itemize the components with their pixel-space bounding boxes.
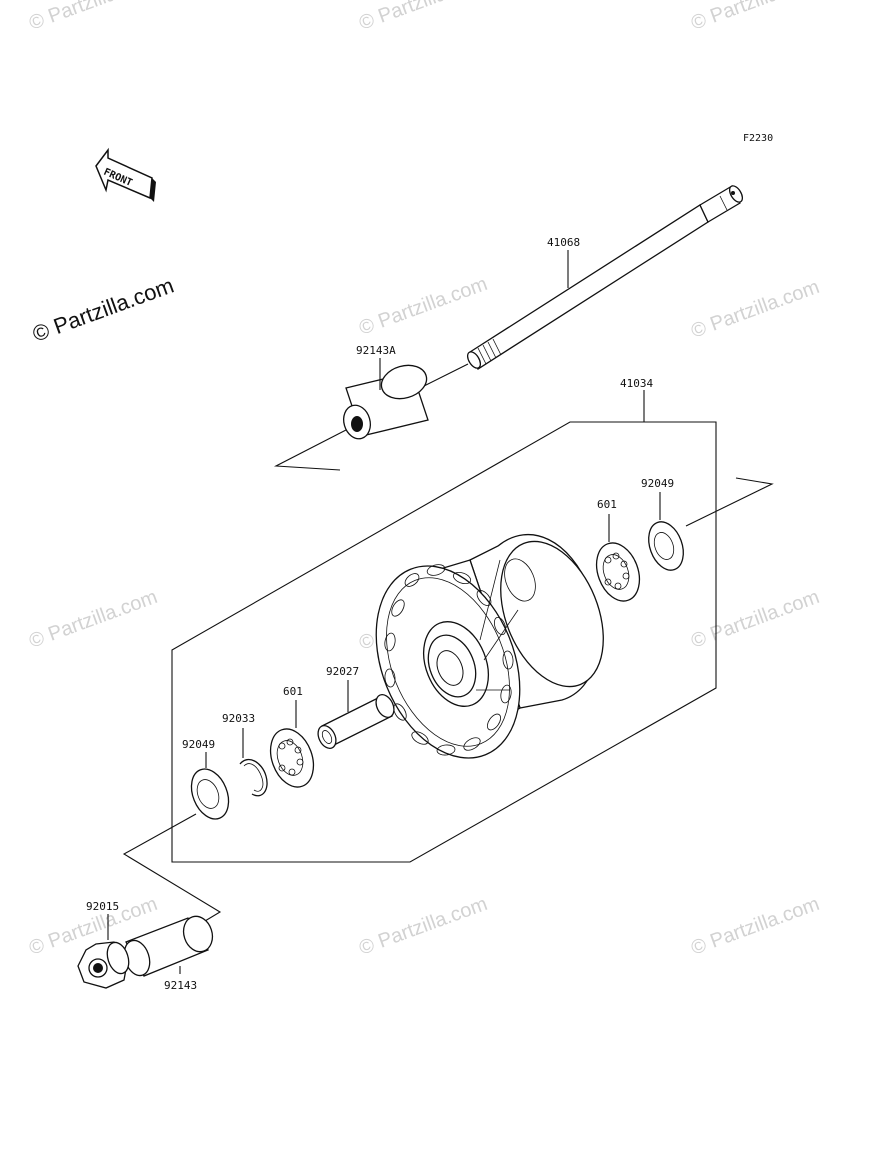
watermark: © Partzilla.com bbox=[356, 0, 490, 35]
watermark: © Partzilla.com bbox=[356, 893, 490, 960]
nut-92015 bbox=[77, 914, 130, 989]
front-arrow-icon: FRONT bbox=[95, 147, 156, 202]
watermark: © Partzilla.com bbox=[688, 0, 822, 35]
distance-collar-92027 bbox=[317, 680, 395, 749]
axle-thread bbox=[477, 338, 502, 365]
bearing-601-left bbox=[269, 700, 315, 788]
watermark: © Partzilla.com bbox=[688, 276, 822, 343]
oil-seal-92049-right bbox=[648, 492, 684, 571]
diagram-code: F2230 bbox=[743, 133, 773, 144]
bearing-601-right bbox=[595, 514, 641, 602]
copyright-text: © Partzilla.com bbox=[29, 273, 177, 347]
spacer-92143A bbox=[343, 358, 429, 440]
oil-seal-92049-left bbox=[190, 752, 230, 820]
part-label-92027: 92027 bbox=[326, 665, 359, 678]
wheel-hub bbox=[375, 534, 604, 759]
part-label-92015: 92015 bbox=[86, 900, 119, 913]
part-label-92033: 92033 bbox=[222, 712, 255, 725]
watermarks: © Partzilla.com © Partzilla.com © Partzi… bbox=[26, 0, 822, 960]
spacer-92143 bbox=[123, 915, 214, 977]
part-label-92049-left: 92049 bbox=[182, 738, 215, 751]
hub-assembly-box bbox=[171, 421, 717, 863]
part-label-92049-right: 92049 bbox=[641, 477, 674, 490]
hub-flange-holes bbox=[384, 564, 514, 756]
part-label-41034: 41034 bbox=[620, 377, 653, 390]
watermark: © Partzilla.com bbox=[26, 586, 160, 653]
watermark: © Partzilla.com bbox=[688, 893, 822, 960]
part-label-41068: 41068 bbox=[547, 236, 580, 249]
watermark: © Partzilla.com bbox=[26, 0, 160, 35]
watermark: © Partzilla.com bbox=[356, 273, 490, 340]
part-label-92143: 92143 bbox=[164, 979, 197, 992]
axle-41068 bbox=[466, 185, 744, 370]
part-label-92143A: 92143A bbox=[356, 344, 396, 357]
watermark: © Partzilla.com bbox=[688, 586, 822, 653]
part-label-601-right: 601 bbox=[597, 498, 617, 511]
circlip-92033 bbox=[239, 728, 268, 797]
part-label-601-left: 601 bbox=[283, 685, 303, 698]
